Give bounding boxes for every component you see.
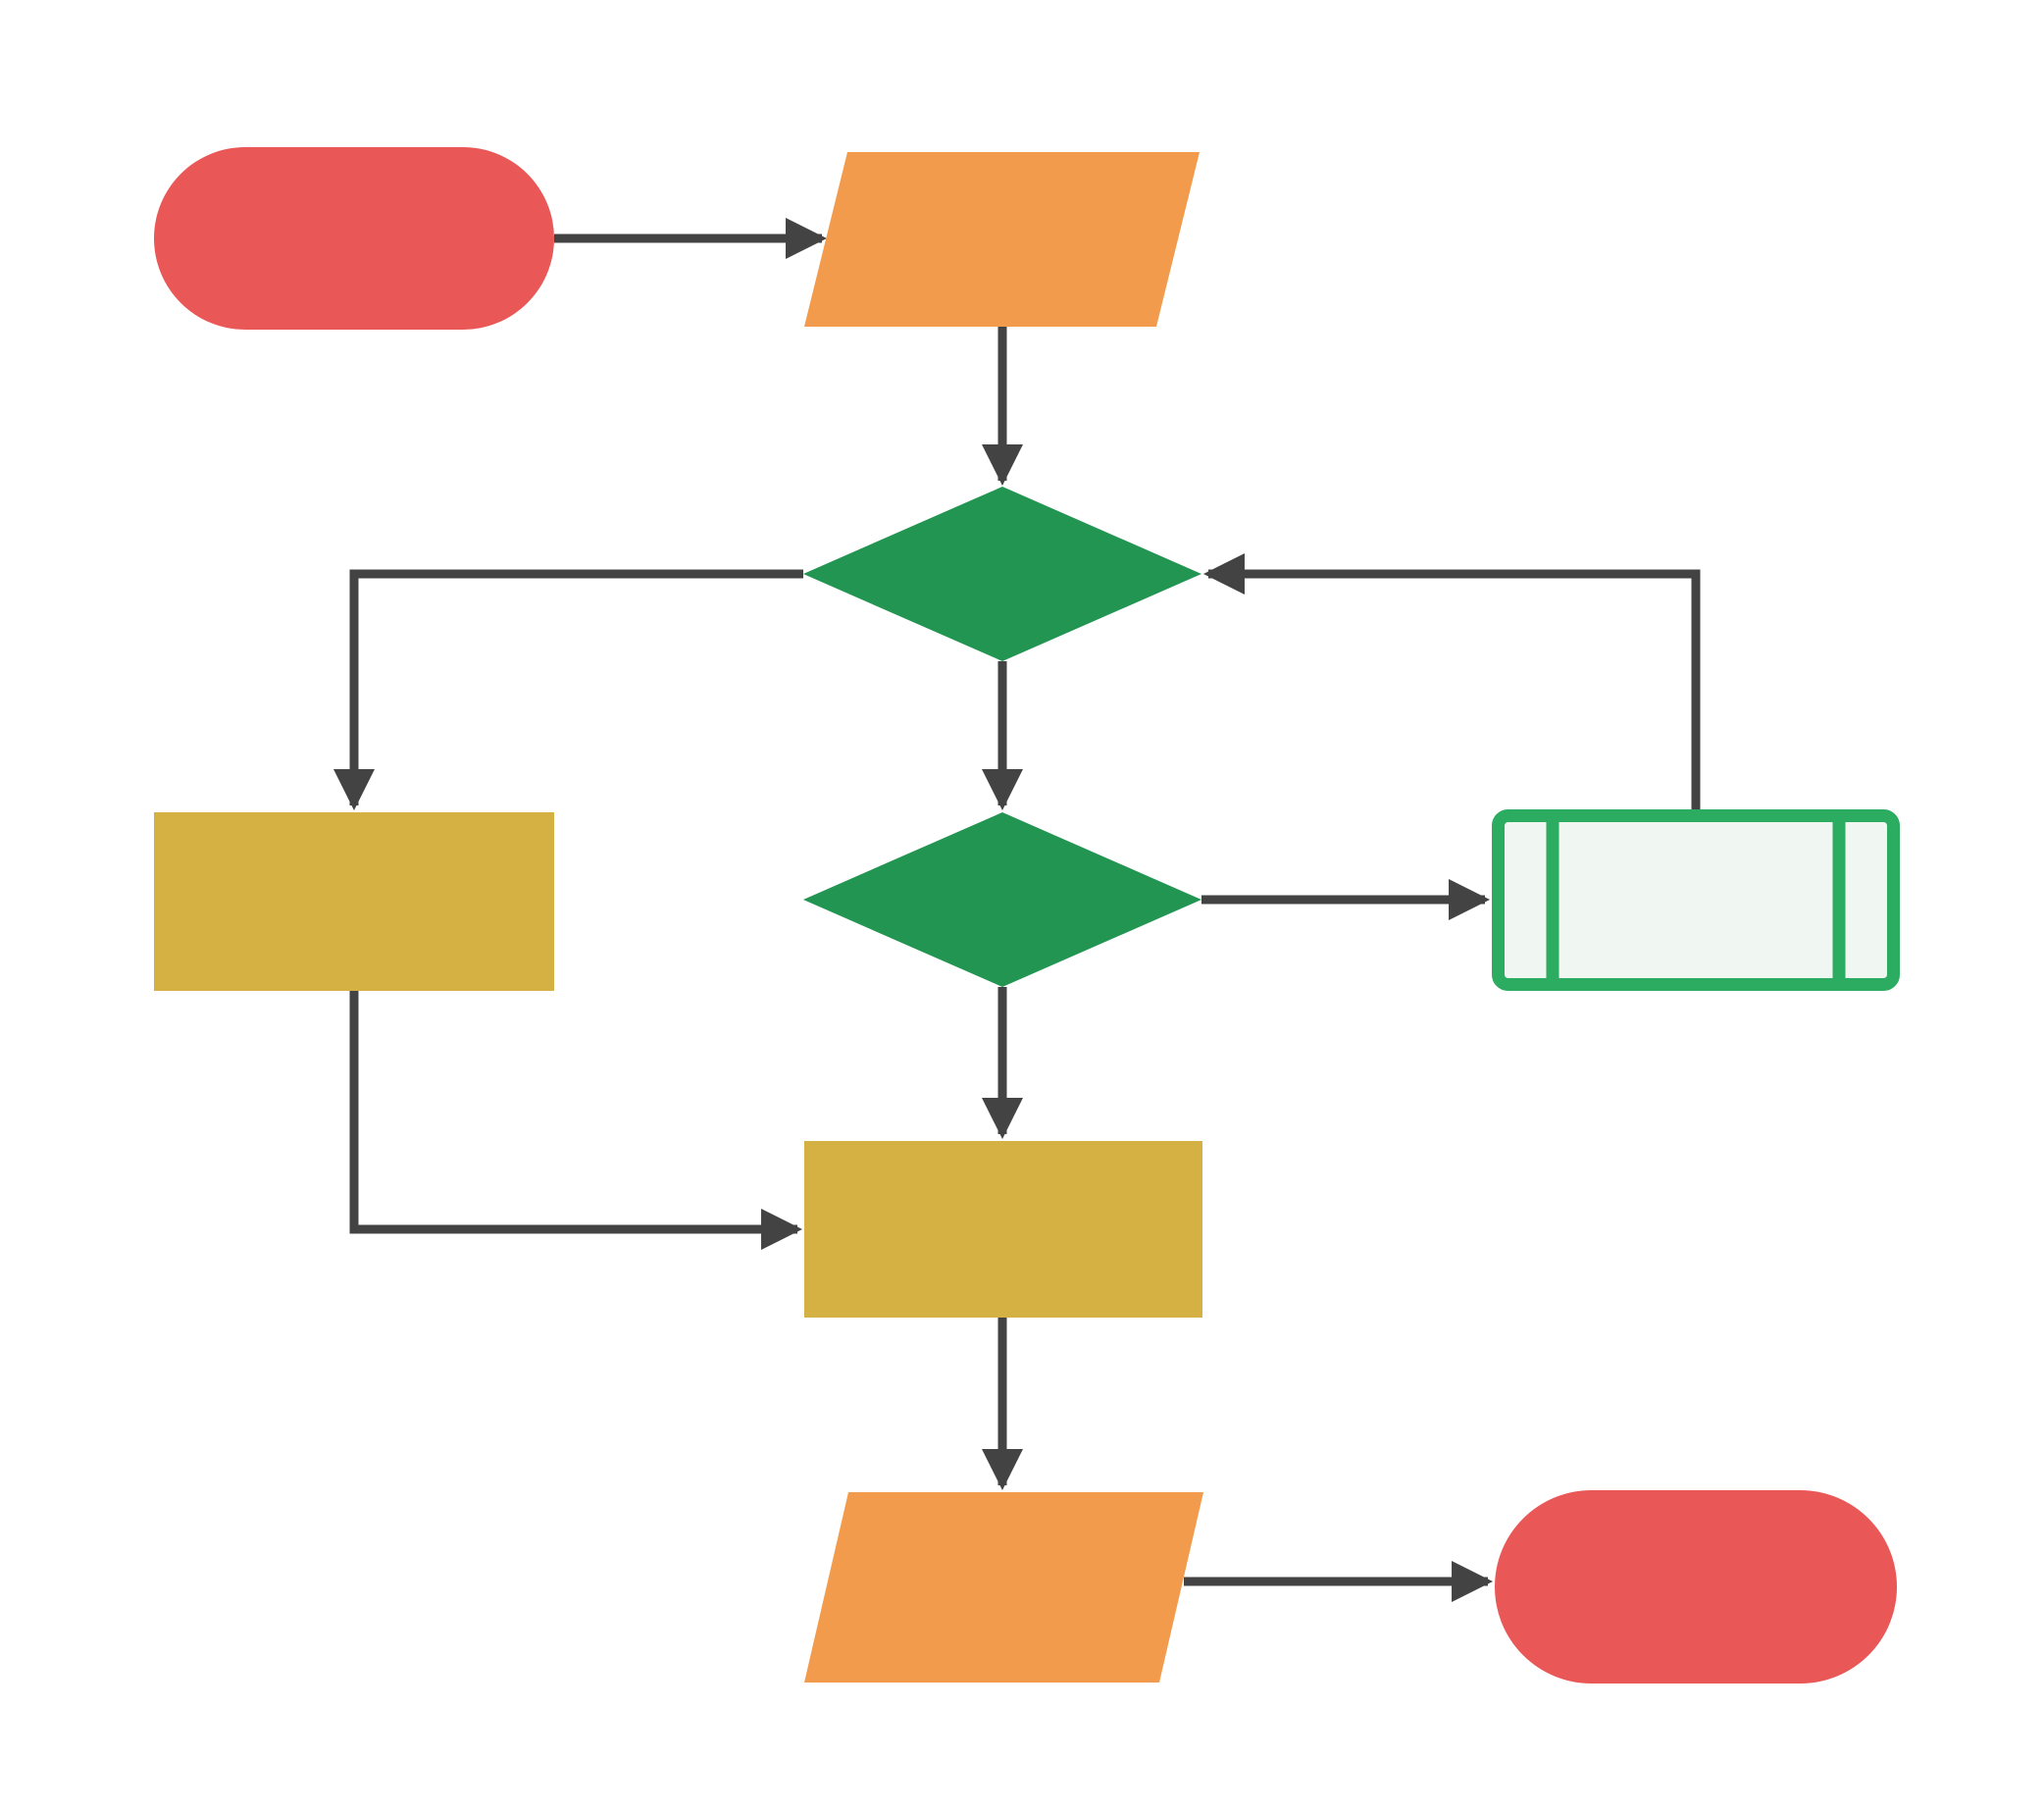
edge-decision-1-to-process-1 [333,569,803,811]
process-2 [804,1141,1202,1318]
edge-process-1-to-process-2 [349,991,803,1250]
decision-1 [803,487,1201,661]
input-output-2 [804,1492,1203,1683]
edge-subroutine-to-decision-1 [1202,553,1701,812]
decision-2 [803,812,1201,987]
input-output-1 [804,152,1200,327]
start-terminator [154,147,554,330]
end-terminator [1495,1490,1897,1684]
process-1 [154,812,554,991]
predefined-process [1492,809,1900,991]
